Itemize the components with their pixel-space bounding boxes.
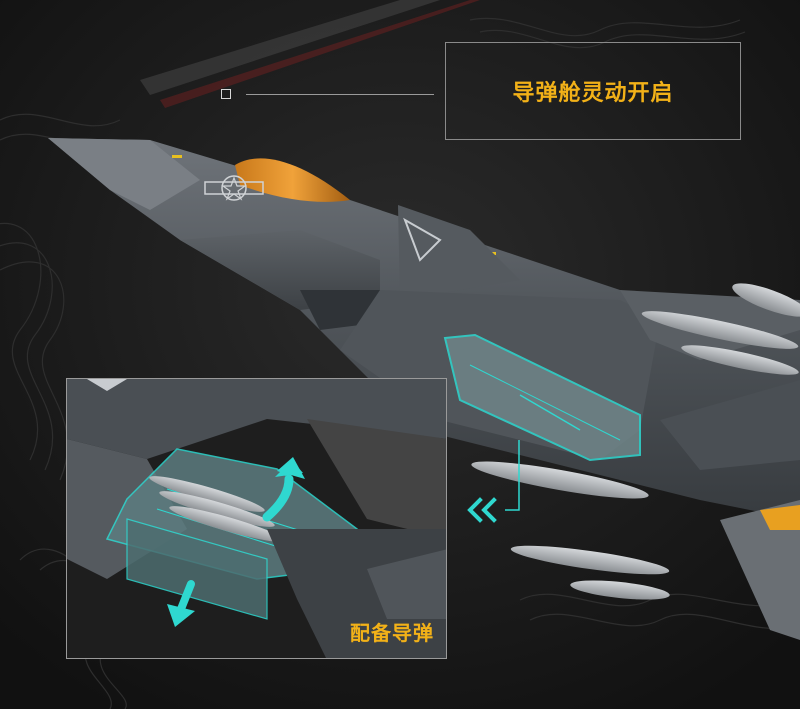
- roundel-insignia: [204, 175, 264, 201]
- feature-title: 导弹舱灵动开启: [512, 81, 674, 106]
- callout-connector: [505, 440, 520, 511]
- double-chevron-left-icon: [467, 497, 497, 523]
- feature-title-box: 导弹舱灵动开启: [445, 42, 741, 140]
- missile-bay-inset: 配备导弹: [66, 378, 447, 659]
- curved-arrow-up-icon: [262, 457, 305, 522]
- weapon-bay-highlight: [443, 333, 641, 462]
- title-marker-line: [246, 94, 434, 95]
- title-marker-square: [221, 89, 231, 99]
- inset-detail-image: [67, 379, 446, 658]
- underwing-missiles: [471, 283, 800, 600]
- arrow-down-icon: [167, 580, 195, 627]
- inset-caption: 配备导弹: [350, 621, 434, 645]
